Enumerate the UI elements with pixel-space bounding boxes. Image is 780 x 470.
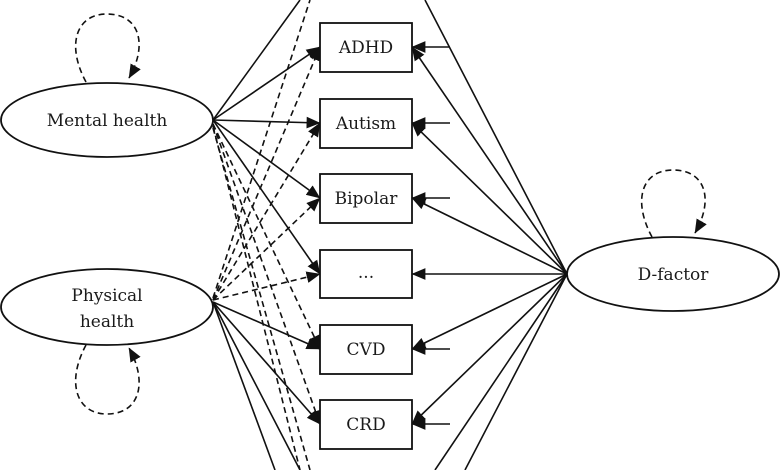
indicator-ellipsis-label: ... — [358, 263, 374, 283]
edge-physical-to-offscreen-bottom-2 — [212, 301, 301, 470]
indicator-bipolar: Bipolar — [319, 173, 413, 224]
edge-physical-to-bipolar — [212, 197, 321, 301]
d-factor-label: D-factor — [638, 265, 710, 285]
latent-mental-health: Mental health — [0, 82, 214, 158]
edge-physical-to-autism — [212, 122, 321, 301]
edge-mental-dashed-offscreen-bottom-1 — [212, 125, 301, 470]
edge-mental-to-adhd — [212, 46, 321, 121]
physical-health-label-line1: Physical — [71, 286, 142, 306]
edge-dfactor-to-adhd — [411, 46, 568, 275]
edge-mental-to-offscreen-top — [212, 0, 301, 121]
edges-layer — [212, 0, 568, 470]
edge-dfactor-to-crd — [411, 273, 568, 425]
indicator-cvd-label: CVD — [347, 340, 386, 360]
edge-dfactor-to-offscreen-bottom-2 — [464, 273, 568, 470]
physical-health-self-loop — [74, 344, 141, 415]
indicator-cvd: CVD — [319, 324, 413, 375]
indicator-crd: CRD — [319, 399, 413, 450]
latent-d-factor: D-factor — [566, 236, 780, 312]
indicator-adhd-label: ADHD — [338, 38, 393, 58]
mental-health-label: Mental health — [47, 111, 168, 131]
edge-physical-dashed-offscreen-top — [212, 0, 311, 299]
edge-physical-to-etc — [212, 271, 321, 301]
indicator-bipolar-label: Bipolar — [335, 189, 399, 209]
edge-mental-to-etc — [212, 119, 321, 275]
mental-health-self-loop — [74, 13, 141, 83]
edge-dfactor-to-offscreen-top — [424, 0, 568, 275]
indicator-crd-label: CRD — [346, 415, 385, 435]
edge-mental-to-crd — [212, 123, 321, 425]
edge-physical-to-adhd — [212, 46, 321, 301]
d-factor-self-loop — [640, 169, 707, 238]
latent-physical-health: Physical health — [0, 268, 214, 346]
physical-health-label-line2: health — [80, 312, 134, 332]
edge-dfactor-to-offscreen-bottom-1 — [434, 273, 568, 470]
indicator-autism-label: Autism — [335, 114, 396, 134]
indicator-boxes: ADHD Autism Bipolar ... CVD CRD — [319, 22, 413, 450]
edge-mental-to-autism — [212, 116, 321, 129]
indicator-ellipsis: ... — [319, 249, 413, 299]
indicator-autism: Autism — [319, 98, 413, 149]
edge-dfactor-to-bipolar — [411, 197, 568, 275]
edge-mental-to-bipolar — [212, 119, 321, 199]
indicator-adhd: ADHD — [319, 22, 413, 73]
edge-mental-to-cvd — [212, 123, 321, 350]
edge-dfactor-to-autism — [411, 122, 568, 275]
edge-dfactor-to-cvd — [411, 273, 568, 350]
edge-physical-to-cvd — [212, 301, 321, 350]
edge-physical-to-offscreen-bottom-1 — [212, 301, 276, 470]
edge-physical-to-crd — [212, 301, 321, 425]
